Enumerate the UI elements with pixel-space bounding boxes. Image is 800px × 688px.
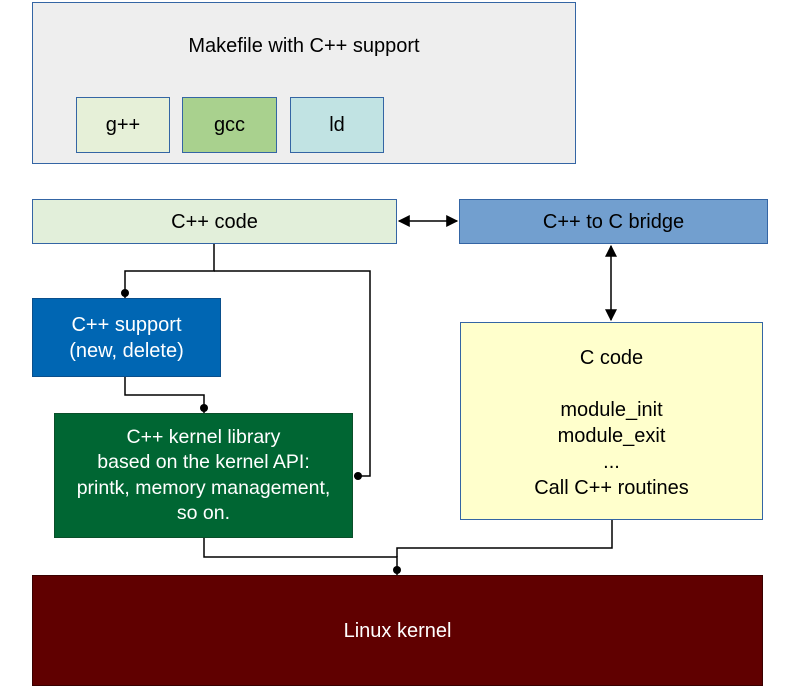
makefile-title: Makefile with C++ support	[188, 35, 420, 57]
cpp-support-box: C++ support (new, delete)	[32, 298, 221, 377]
support-to-library-connector	[124, 377, 205, 413]
bridge-label: C++ to C bridge	[542, 210, 685, 233]
junction-dot	[393, 566, 401, 574]
ccode-to-kernel-connector	[396, 520, 613, 557]
gcc-label: gcc	[213, 114, 246, 136]
kernel-library-label: C++ kernel library based on the kernel A…	[76, 425, 331, 524]
c-code-box: C code module_init module_exit ... Call …	[460, 322, 763, 520]
c-code-lines: module_init module_exit ... Call C++ rou…	[534, 399, 689, 499]
library-to-kernel-connector	[203, 538, 398, 575]
gpp-tool-box: g++	[76, 97, 170, 153]
ld-label: ld	[329, 114, 345, 136]
cpp-to-c-bridge-box: C++ to C bridge	[459, 199, 768, 244]
gpp-label: g++	[105, 114, 141, 136]
cpp-code-box: C++ code	[32, 199, 397, 244]
cpp-code-label: C++ code	[171, 210, 258, 233]
cpp-to-support-connector	[124, 244, 215, 298]
linux-kernel-box: Linux kernel	[32, 575, 763, 686]
ld-tool-box: ld	[290, 97, 384, 153]
linux-kernel-label: Linux kernel	[343, 619, 452, 642]
c-code-title: C code	[579, 347, 644, 369]
gcc-tool-box: gcc	[182, 97, 277, 153]
cpp-kernel-library-box: C++ kernel library based on the kernel A…	[54, 413, 353, 538]
junction-dot	[121, 289, 129, 297]
cpp-to-library-connector	[214, 270, 371, 477]
cpp-support-label: C++ support (new, delete)	[69, 313, 184, 362]
junction-dot	[200, 404, 208, 412]
junction-dot	[354, 472, 362, 480]
